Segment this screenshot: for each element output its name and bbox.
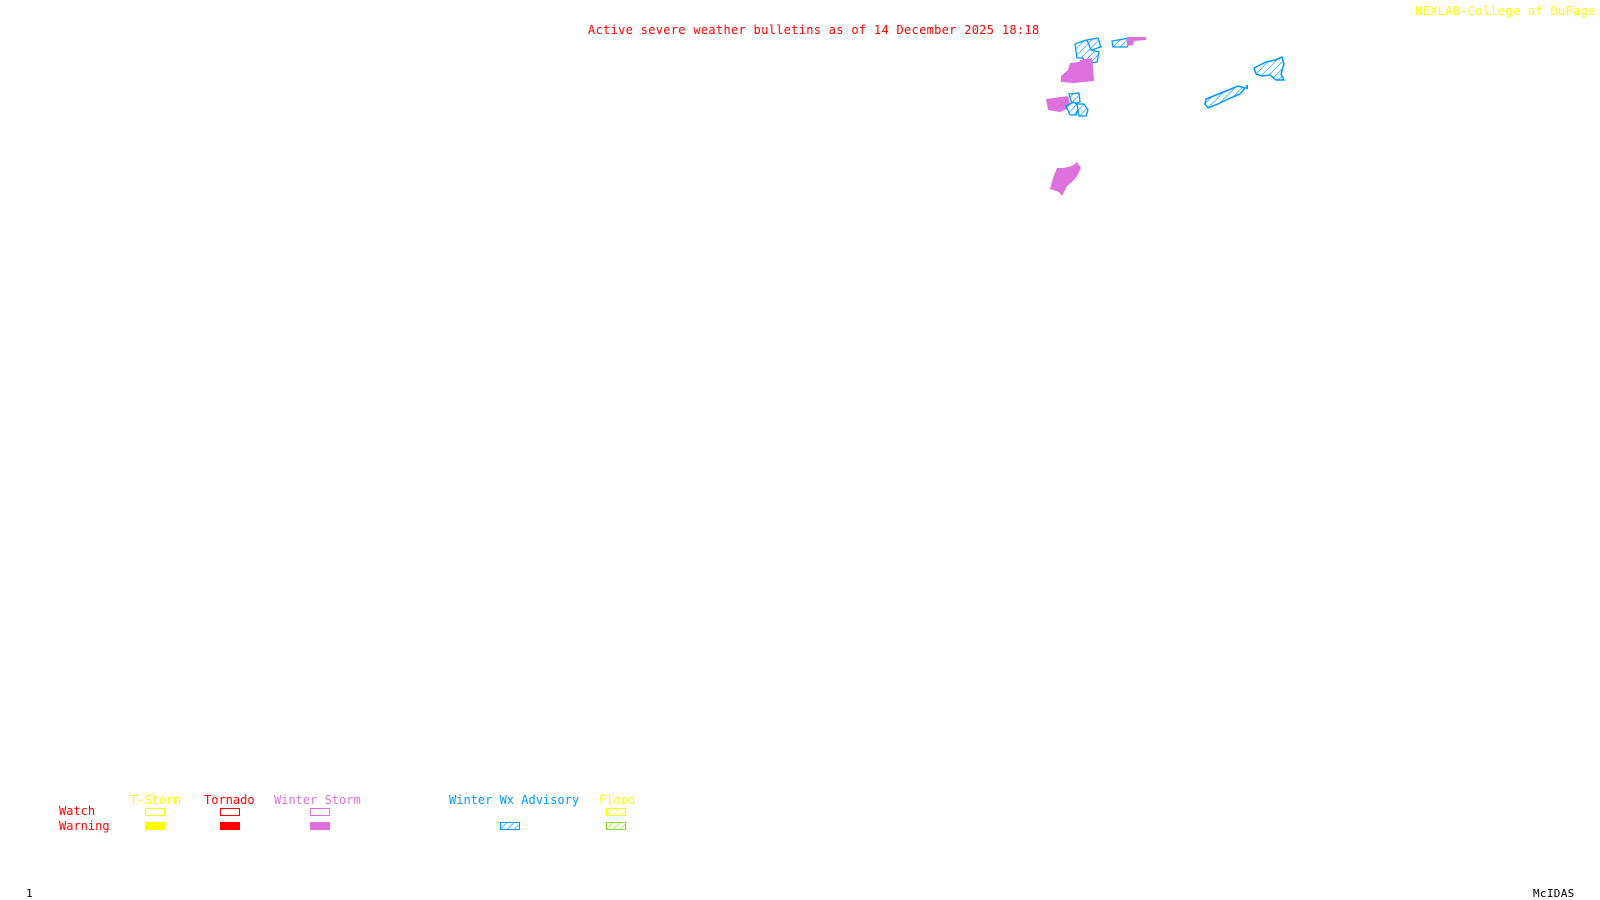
winter-storm-warning-area [1050, 162, 1081, 196]
swatch-tstorm-warning [145, 822, 165, 830]
swatch-winter-storm-warning [310, 822, 330, 830]
swatch-flood-watch [606, 808, 626, 816]
credit-label: NEXLAB-College of DuPage [1415, 5, 1600, 17]
winter-storm-warning-area [1127, 37, 1146, 46]
legend-header-tornado: Tornado [204, 793, 255, 807]
swatch-winter-storm-watch [310, 808, 330, 816]
winter-wx-advisory-area [1065, 92, 1089, 117]
winter-wx-advisory-area [1074, 37, 1102, 65]
legend-header-flood: Flood [599, 793, 636, 807]
winter-storm-warning-area [1046, 96, 1071, 112]
swatch-tstorm-watch [145, 808, 165, 816]
legend-header-winter-wx-advisory: Winter Wx Advisory [449, 793, 580, 807]
swatch-flood-warning [606, 822, 626, 830]
legend-header-winter-storm: Winter Storm [274, 793, 361, 807]
software-label: McIDAS [1533, 887, 1575, 900]
frame-number: 1 [26, 887, 33, 900]
credit-text: NEXLAB-College of DuPage [1415, 4, 1596, 18]
winter-wx-advisory-area [1204, 85, 1248, 109]
swatch-tornado-watch [220, 808, 240, 816]
winter-wx-advisory-area [1111, 37, 1131, 48]
swatch-winter-wx-advisory [500, 822, 520, 830]
legend-row-warning: Warning [59, 819, 110, 833]
legend-header-tstorm: T-Storm [130, 793, 181, 807]
swatch-tornado-warning [220, 822, 240, 830]
winter-wx-advisory-area [1253, 55, 1286, 81]
winter-storm-warning-area [1061, 58, 1094, 83]
map-title: Active severe weather bulletins as of 14… [588, 23, 1040, 37]
legend-row-watch: Watch [59, 804, 96, 818]
